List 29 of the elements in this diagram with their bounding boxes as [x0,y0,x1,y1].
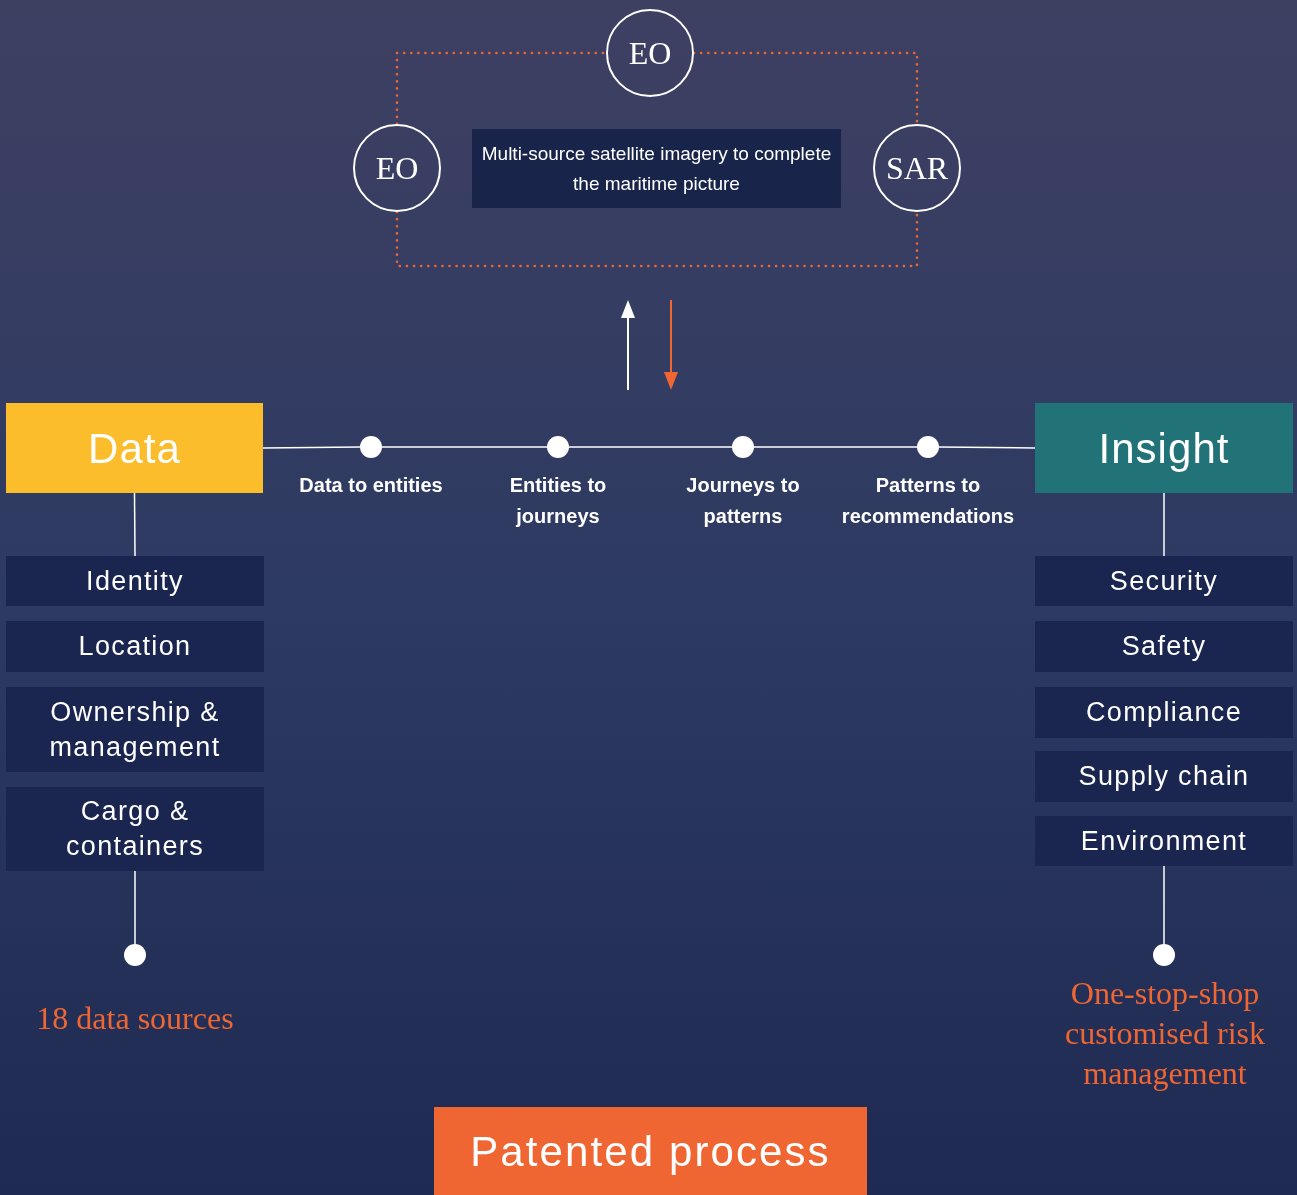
category-box: Compliance [1035,687,1293,738]
summary-label: 18 data sources [35,999,235,1038]
insight-header: Insight [1035,403,1293,493]
step-label: Journeys to patterns [685,473,801,529]
connector-line [381,446,548,448]
step-label: Patterns to recommendations [840,473,1016,529]
category-box: Environment [1035,816,1293,866]
step-label: Entities to journeys [508,473,608,529]
connector-line [938,446,1036,449]
dotted-connector [395,210,919,268]
category-box: Safety [1035,621,1293,672]
category-box: Location [6,621,264,672]
connector-line [1163,492,1165,557]
process-banner: Patented process [434,1107,867,1195]
summary-label: One-stop-shop customised risk management [1064,974,1266,1093]
connector-line [568,446,733,448]
step-label: Data to entities [298,473,444,498]
caption-box: Multi-source satellite imagery to complete the maritime picture [472,129,841,208]
category-box: Ownership & management [6,687,264,772]
category-box: Identity [6,556,264,606]
category-box: Security [1035,556,1293,606]
category-box: Supply chain [1035,751,1293,802]
category-box: Cargo & containers [6,787,264,871]
connector-line [753,446,918,448]
connector-line [262,446,361,449]
connector-line [133,492,136,557]
connector-line [134,870,136,945]
data-header: Data [6,403,263,493]
connector-line [1163,865,1165,945]
